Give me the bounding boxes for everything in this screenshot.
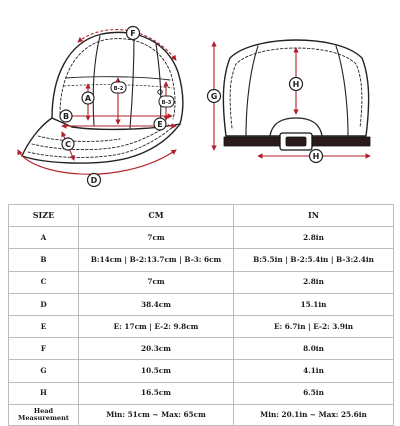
table-row: G 10.5cm 4.1in — [8, 359, 394, 383]
row-in: 8.0in — [233, 337, 394, 361]
row-cm: 7cm — [78, 226, 234, 250]
row-cm: 38.4cm — [78, 292, 234, 316]
table-row: B B:14cm | B-2:13.7cm | B-3: 6cm B:5.5in… — [8, 248, 394, 272]
row-cm: 7cm — [78, 270, 234, 294]
table-row: F 20.3cm 8.0in — [8, 337, 394, 361]
row-in: E: 6.7in | E-2: 3.9in — [233, 314, 394, 339]
marker-g: G — [206, 88, 222, 104]
svg-text:G: G — [211, 92, 218, 101]
row-size: B — [8, 248, 79, 272]
row-size: A — [8, 226, 79, 250]
header-size: SIZE — [8, 203, 79, 228]
size-table: SIZE CM IN A 7cm 2.8in B B:14cm | B-2:13… — [8, 203, 394, 426]
cap-measurement-diagram: F A B-2 B-3 B E C D G H H — [17, 25, 371, 188]
cap-front-view — [21, 31, 184, 164]
row-cm: 16.5cm — [78, 381, 234, 405]
row-in: 6.5in — [233, 381, 394, 405]
marker-b2: B-2 — [110, 81, 127, 94]
svg-text:B-2: B-2 — [114, 86, 124, 92]
table-row: E E: 17cm | E-2: 9.8cm E: 6.7in | E-2: 3… — [8, 314, 394, 339]
row-cm: 10.5cm — [78, 359, 234, 383]
svg-text:E: E — [157, 120, 162, 129]
row-size: E — [8, 314, 79, 339]
table-row: C 7cm 2.8in — [8, 270, 394, 294]
row-cm: 20.3cm — [78, 337, 234, 361]
row-size: Head Measurement — [8, 403, 79, 426]
svg-text:C: C — [65, 140, 71, 149]
marker-h-vertical: H — [288, 76, 304, 92]
svg-text:D: D — [91, 176, 98, 185]
table-row-head-measurement: Head Measurement Min: 51cm ~ Max: 65cm M… — [8, 403, 394, 426]
cap-back-view — [222, 39, 371, 151]
table-row: A 7cm 2.8in — [8, 226, 394, 250]
row-in: B:5.5in | B-2:5.4in | B-3:2.4in — [233, 248, 394, 272]
marker-e2 — [112, 111, 127, 122]
row-size: F — [8, 337, 79, 361]
svg-text:A: A — [85, 94, 92, 103]
row-in: 4.1in — [233, 359, 394, 383]
row-size: H — [8, 381, 79, 405]
marker-f: F — [125, 25, 141, 41]
row-cm: B:14cm | B-2:13.7cm | B-3: 6cm — [78, 248, 234, 272]
row-in: 2.8in — [233, 226, 394, 250]
marker-b: B — [59, 109, 73, 123]
svg-text:H: H — [293, 80, 300, 89]
svg-text:F: F — [130, 29, 135, 38]
marker-a: A — [81, 91, 95, 105]
marker-d: D — [86, 172, 102, 188]
row-in: 2.8in — [233, 270, 394, 294]
svg-text:B-3: B-3 — [162, 100, 172, 106]
table-header-row: SIZE CM IN — [8, 203, 394, 228]
back-markers: G H H — [206, 76, 324, 164]
header-cm: CM — [78, 203, 234, 228]
row-in: 15.1in — [233, 292, 394, 316]
marker-h-horizontal: H — [308, 148, 324, 164]
row-size: G — [8, 359, 79, 383]
table-row: H 16.5cm 6.5in — [8, 381, 394, 405]
head-label-line2: Measurement — [18, 413, 69, 422]
front-markers: F A B-2 B-3 B E C D — [59, 25, 175, 188]
table-row: D 38.4cm 15.1in — [8, 292, 394, 316]
svg-text:B: B — [63, 112, 69, 121]
row-cm: Min: 51cm ~ Max: 65cm — [78, 403, 234, 426]
svg-text:H: H — [313, 152, 320, 161]
header-in: IN — [233, 203, 394, 228]
marker-c: C — [61, 137, 75, 151]
row-size: C — [8, 270, 79, 294]
row-size: D — [8, 292, 79, 316]
row-in: Min: 20.1in ~ Max: 25.6in — [233, 403, 394, 426]
marker-b3: B-3 — [158, 95, 175, 108]
row-cm: E: 17cm | E-2: 9.8cm — [78, 314, 234, 339]
marker-e: E — [153, 117, 167, 131]
